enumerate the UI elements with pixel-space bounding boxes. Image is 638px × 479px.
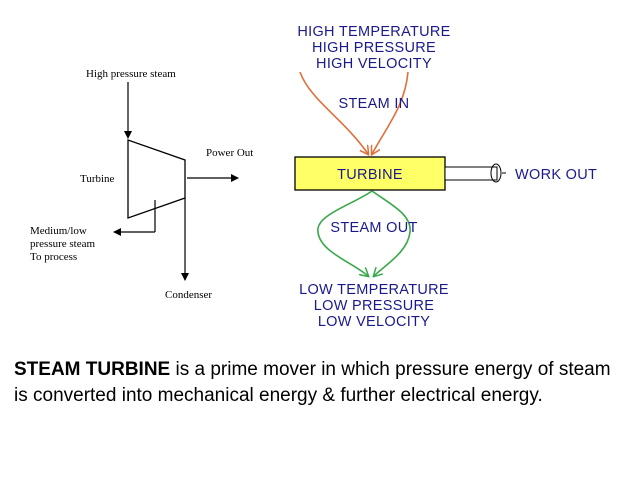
turbine-box [294, 156, 446, 191]
condenser-label: Condenser [165, 289, 212, 301]
inlet-condition-2: HIGH PRESSURE [312, 40, 436, 56]
work-out-label: WORK OUT [515, 167, 597, 183]
power-out-label: Power Out [206, 147, 253, 159]
right-schematic: HIGH TEMPERATURE HIGH PRESSURE HIGH VELO… [294, 24, 597, 330]
definition-caption: STEAM TURBINE is a prime mover in which … [14, 357, 614, 409]
turbine-box-label: TURBINE [337, 167, 403, 183]
steam-in-label: STEAM IN [339, 96, 410, 112]
caption-term: STEAM TURBINE [14, 359, 171, 380]
outlet-condition-2: LOW PRESSURE [314, 298, 434, 314]
steam-out-label: STEAM OUT [330, 220, 417, 236]
steam-out-arrow-right [371, 190, 411, 276]
turbine-symbol [127, 139, 186, 219]
shaft [444, 166, 498, 181]
turbine-label: Turbine [80, 173, 115, 185]
steam-in-arrow-right [372, 71, 409, 154]
outlet-condition-1: LOW TEMPERATURE [299, 282, 449, 298]
extraction-label-line-1: Medium/low [30, 225, 87, 237]
extraction-label-line-2: pressure steam [30, 238, 96, 250]
extraction-label-line-3: To process [30, 251, 77, 263]
caption-definition: is a prime mover in which pressure energ… [14, 359, 611, 406]
left-schematic: High pressure steam Turbine Power Out Me… [30, 68, 253, 301]
shaft-end [490, 163, 502, 183]
inlet-condition-1: HIGH TEMPERATURE [297, 24, 450, 40]
inlet-condition-3: HIGH VELOCITY [316, 56, 432, 72]
inlet-label: High pressure steam [86, 68, 176, 80]
steam-in-arrow-left [299, 71, 368, 154]
steam-out-arrow-left [317, 190, 373, 276]
outlet-condition-3: LOW VELOCITY [318, 314, 430, 330]
